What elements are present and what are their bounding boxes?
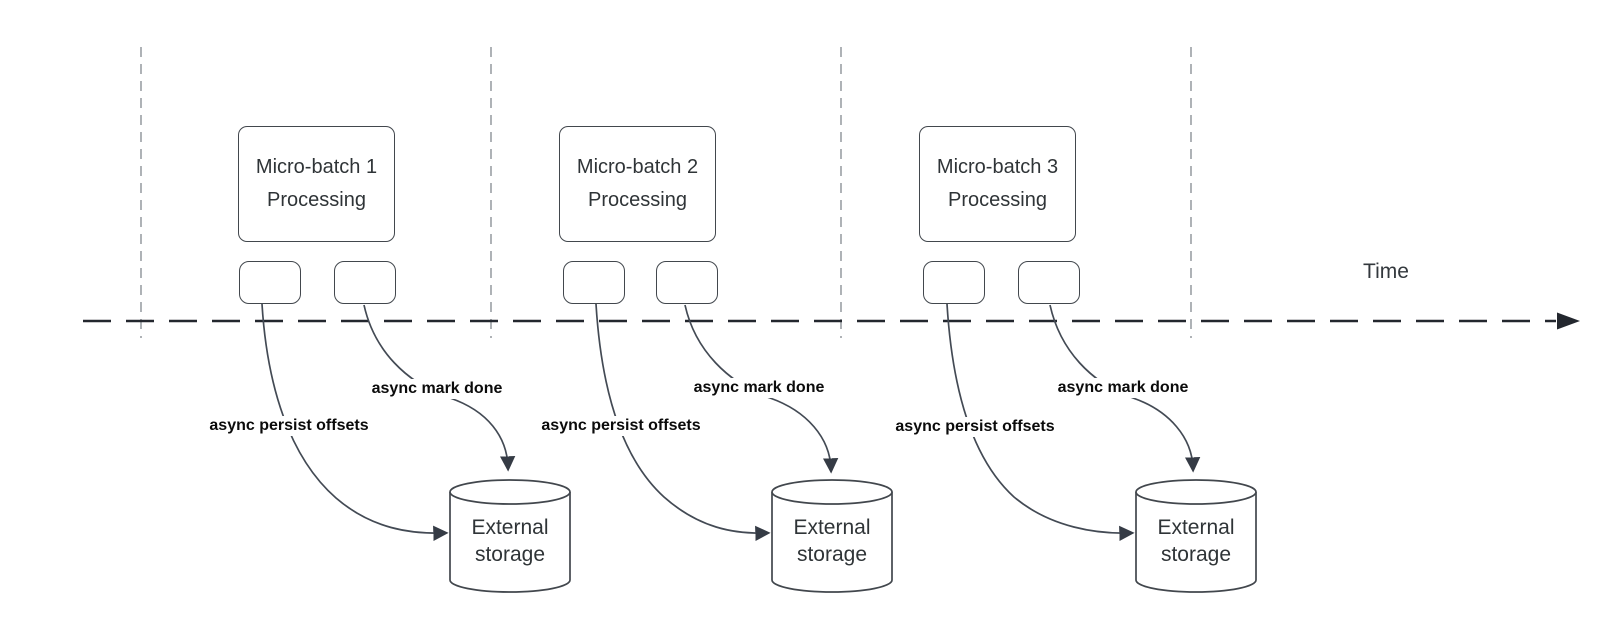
micro-batch-3-mark-task-box [1018, 261, 1080, 304]
time-axis-label: Time [1363, 260, 1409, 283]
micro-batch-2-mark-task-box [656, 261, 718, 304]
persist-offsets-arrow-2 [595, 303, 771, 541]
persist-offsets-label-2: async persist offsets [538, 416, 704, 436]
micro-batch-1-offset-task-box [239, 261, 301, 304]
micro-batch-3-offset-task-box [923, 261, 985, 304]
micro-batch-2-processing-box: Micro-batch 2 Processing [559, 126, 716, 242]
micro-batch-1-processing-box: Micro-batch 1 Processing [238, 126, 395, 242]
external-storage-cylinder-1 [449, 479, 571, 593]
persist-offsets-label-1: async persist offsets [206, 416, 372, 436]
micro-batch-1-mark-task-box [334, 261, 396, 304]
mark-done-label-3: async mark done [1054, 378, 1192, 398]
external-storage-cylinder-2 [771, 479, 893, 593]
persist-offsets-arrow-3 [946, 303, 1135, 541]
external-storage-label-1: External storage [471, 516, 549, 566]
persist-offsets-arrow-1 [261, 303, 449, 541]
external-storage-label-2: External storage [793, 516, 871, 566]
external-storage-cylinder-3 [1135, 479, 1257, 593]
micro-batch-2-offset-task-box [563, 261, 625, 304]
time-axis-arrowhead-icon [1557, 312, 1580, 330]
micro-batch-3-processing-box: Micro-batch 3 Processing [919, 126, 1076, 242]
external-storage-label-3: External storage [1157, 516, 1235, 566]
mark-done-label-1: async mark done [368, 379, 506, 399]
mark-done-label-2: async mark done [690, 378, 828, 398]
persist-offsets-label-3: async persist offsets [892, 417, 1058, 437]
